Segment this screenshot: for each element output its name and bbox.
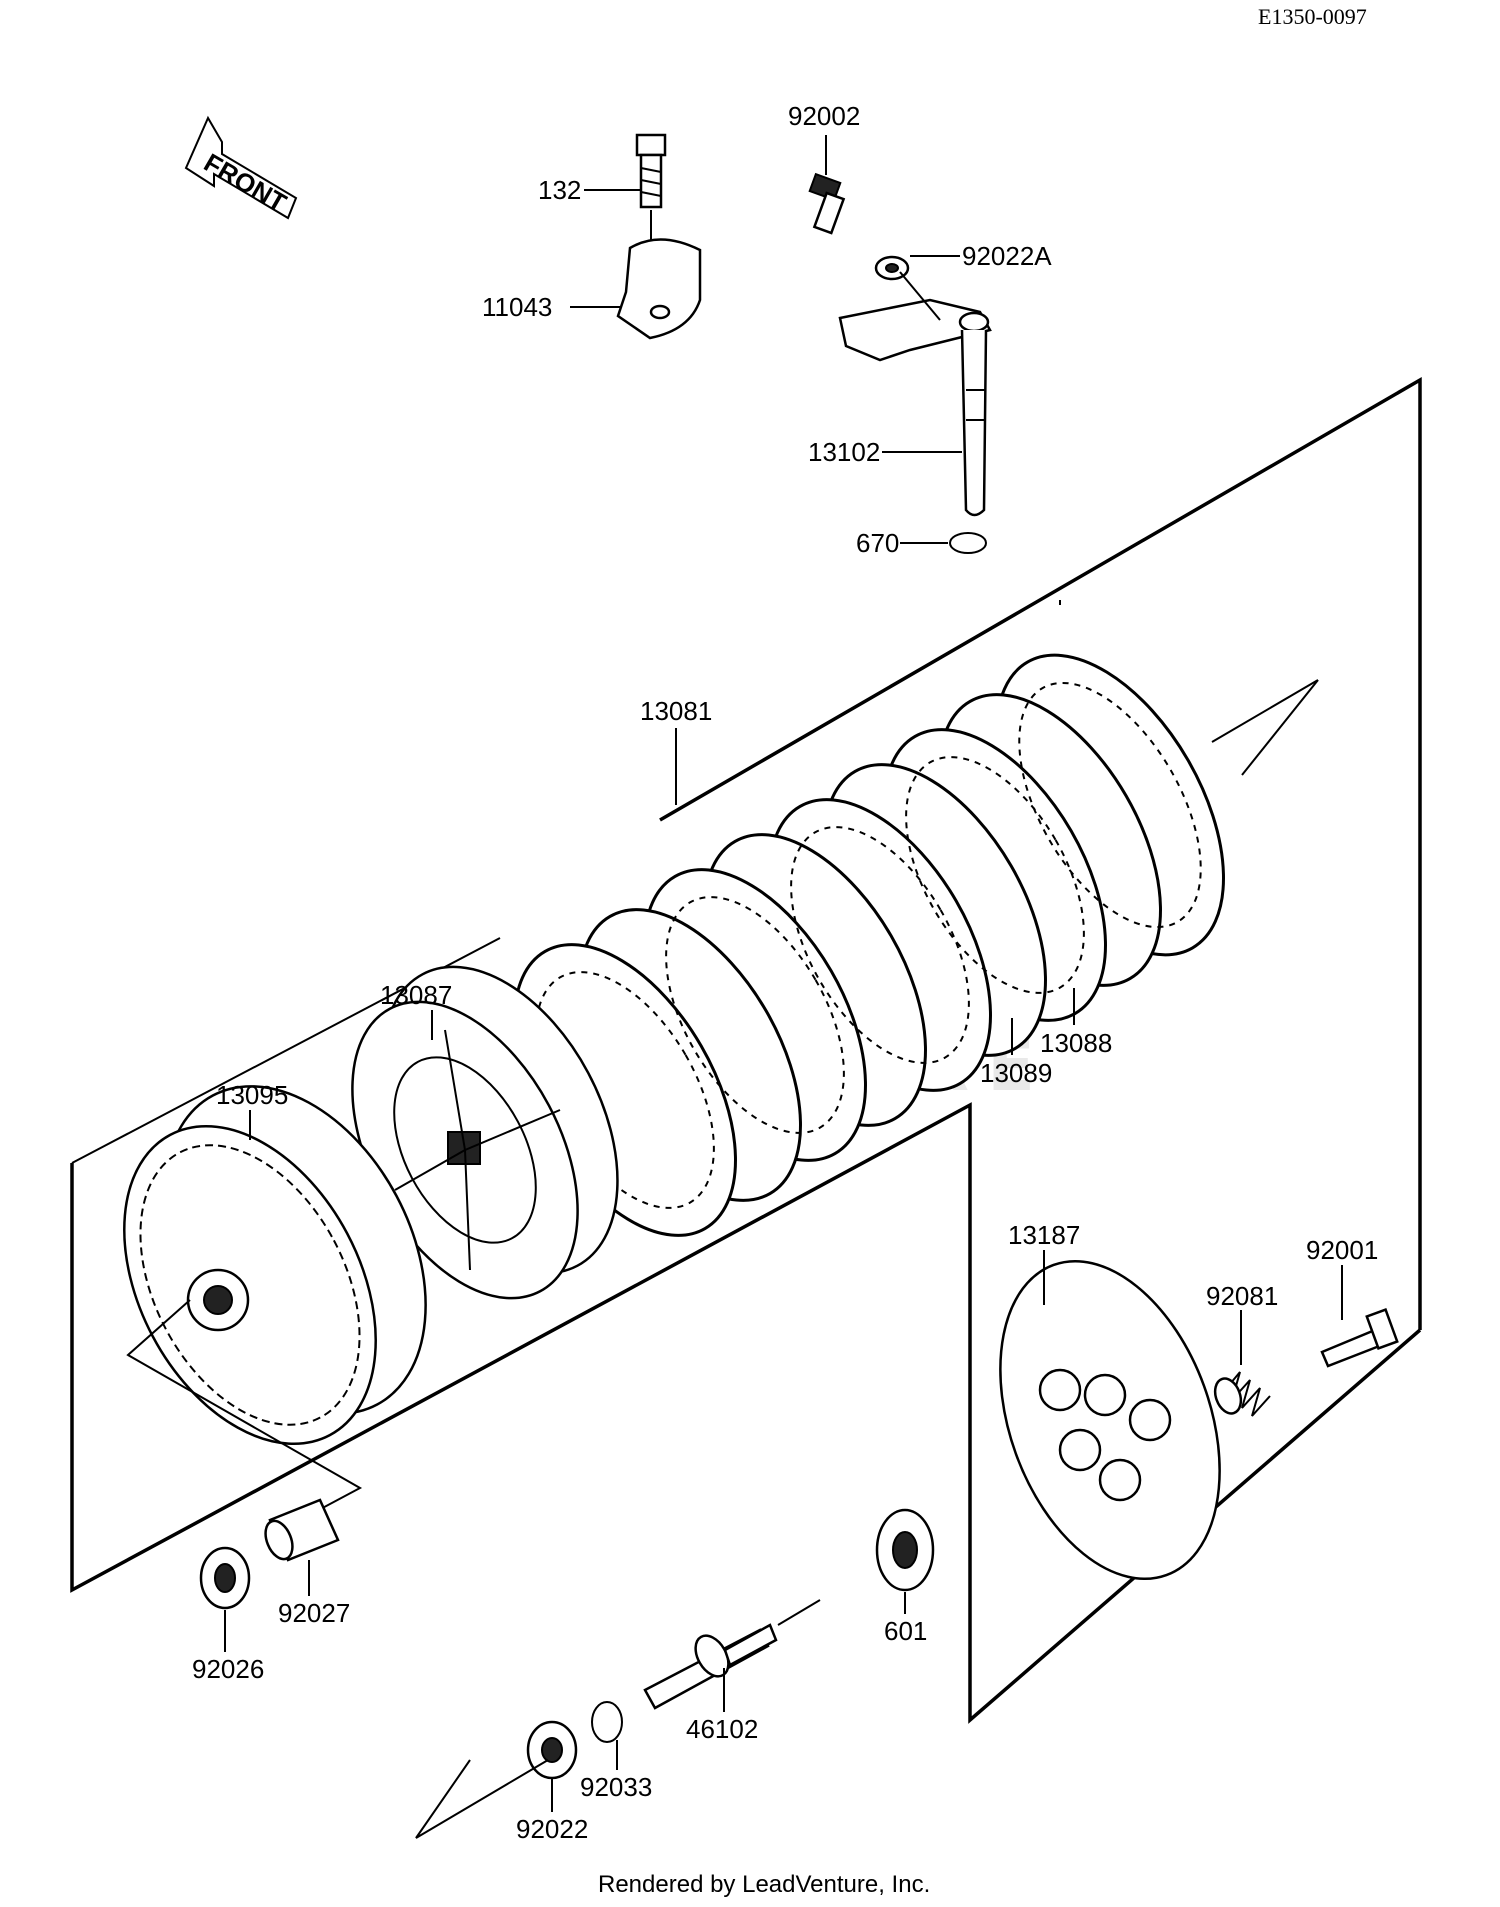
label-92081: 92081 [1206, 1281, 1278, 1311]
label-13088: 13088 [1040, 1028, 1112, 1058]
circlip-92033 [591, 1701, 623, 1743]
part-labels: 132 11043 92002 92022A 13102 670 13081 1… [192, 101, 1378, 1844]
bracket-11043 [616, 238, 702, 340]
label-92001: 92001 [1306, 1235, 1378, 1265]
label-11043: 11043 [482, 292, 552, 322]
bolt-92001 [1320, 1308, 1399, 1368]
bolt-132 [635, 133, 667, 209]
bearing-601 [875, 1508, 935, 1592]
footer-credit: Rendered by LeadVenture, Inc. [598, 1871, 930, 1898]
label-601: 601 [884, 1616, 927, 1646]
label-92033: 92033 [580, 1772, 652, 1802]
label-92022: 92022 [516, 1814, 588, 1844]
label-46102: 46102 [686, 1714, 758, 1744]
label-92026: 92026 [192, 1654, 264, 1684]
label-132: 132 [538, 175, 581, 205]
washer-92026 [199, 1546, 251, 1610]
label-13081: 13081 [640, 696, 712, 726]
front-label: FRONT [199, 147, 292, 218]
drawing-code: E1350-0097 [1258, 4, 1367, 29]
label-13102: 13102 [808, 437, 880, 467]
release-shaft-13102 [838, 271, 992, 517]
spring-92081 [1213, 1371, 1271, 1417]
label-92022A: 92022A [962, 241, 1052, 271]
bolt-92002 [808, 172, 846, 235]
clutch-plate-stack [513, 653, 1225, 1237]
pushrod-46102 [643, 1599, 821, 1710]
front-arrow-icon: FRONT [184, 115, 298, 220]
bushing-92027 [264, 1498, 340, 1562]
label-13187: 13187 [1008, 1220, 1080, 1250]
label-92027: 92027 [278, 1598, 350, 1628]
o-ring-670 [949, 532, 987, 554]
assembly-outline [70, 376, 1422, 1724]
label-92002: 92002 [788, 101, 860, 131]
label-670: 670 [856, 528, 899, 558]
label-13089: 13089 [980, 1058, 1052, 1088]
pressure-plate-13187 [999, 1259, 1221, 1581]
clutch-housing-13095 [123, 1085, 427, 1445]
washer-92022 [526, 1720, 578, 1780]
label-13095: 13095 [216, 1080, 288, 1110]
label-13087: 13087 [380, 980, 452, 1010]
